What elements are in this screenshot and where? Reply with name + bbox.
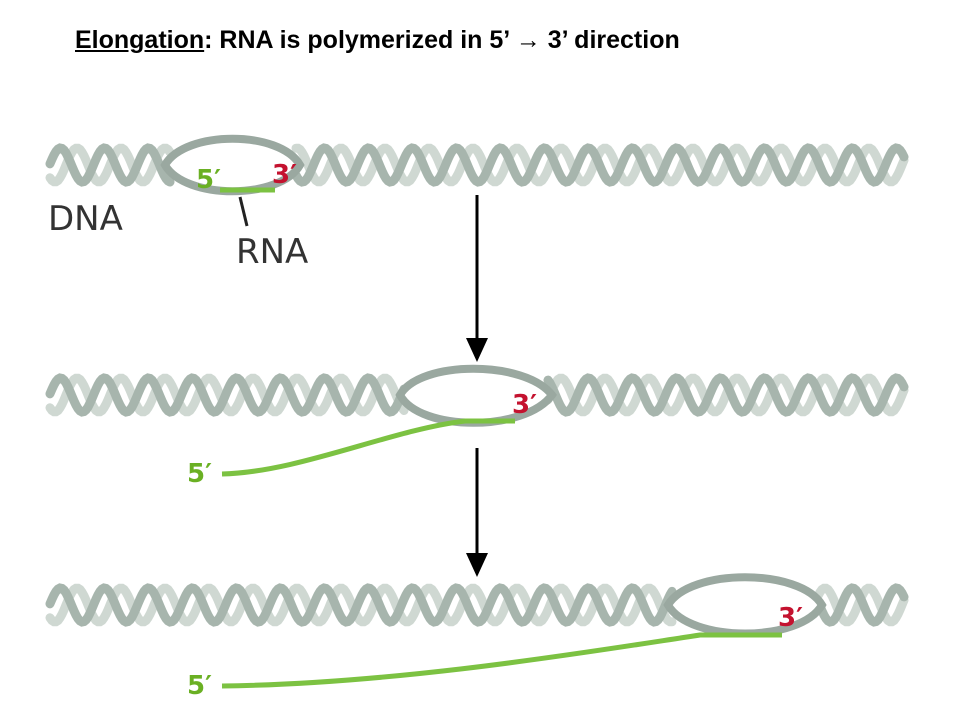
dna-strand xyxy=(45,583,677,627)
step-arrow-1-head xyxy=(466,338,488,362)
title-end: 3’ direction xyxy=(540,26,680,54)
step-arrow-2-head xyxy=(466,553,488,577)
dna-strand xyxy=(45,373,409,417)
title-rest: : RNA is polymerized in 5’ xyxy=(204,26,516,54)
dna-helix-row-2 xyxy=(45,373,909,417)
rna-strand-3 xyxy=(221,632,782,689)
title-underlined: Elongation xyxy=(75,26,205,54)
rna-strand-2 xyxy=(221,418,515,477)
dna-strand xyxy=(45,373,409,417)
dna-strand xyxy=(45,583,677,627)
dna-strand xyxy=(543,373,909,417)
slide-title: Elongation: RNA is polymerized in 5’ → 3… xyxy=(75,26,680,55)
rna-label: RNA xyxy=(236,232,308,272)
dna-helix-row-1 xyxy=(45,143,909,187)
dna-strand xyxy=(291,143,909,187)
title-arrow: → xyxy=(515,26,541,54)
label-3prime-2: 3′ xyxy=(512,390,537,420)
dna-strand xyxy=(813,583,909,627)
label-5prime-3: 5′ xyxy=(187,671,212,701)
label-3prime-1: 3′ xyxy=(272,160,297,190)
transcription-bubble-2 xyxy=(395,364,558,427)
label-3prime-3: 3′ xyxy=(778,603,803,633)
transcription-bubble-1 xyxy=(160,134,305,196)
dna-label: DNA xyxy=(48,199,123,239)
dna-strand xyxy=(45,143,175,187)
dna-helix-row-3 xyxy=(45,583,909,627)
dna-strand xyxy=(543,373,909,417)
label-5prime-2: 5′ xyxy=(187,459,212,489)
transcription-bubble-3 xyxy=(663,573,827,638)
rna-pointer-line xyxy=(238,196,249,227)
label-5prime-1: 5′ xyxy=(196,165,221,195)
